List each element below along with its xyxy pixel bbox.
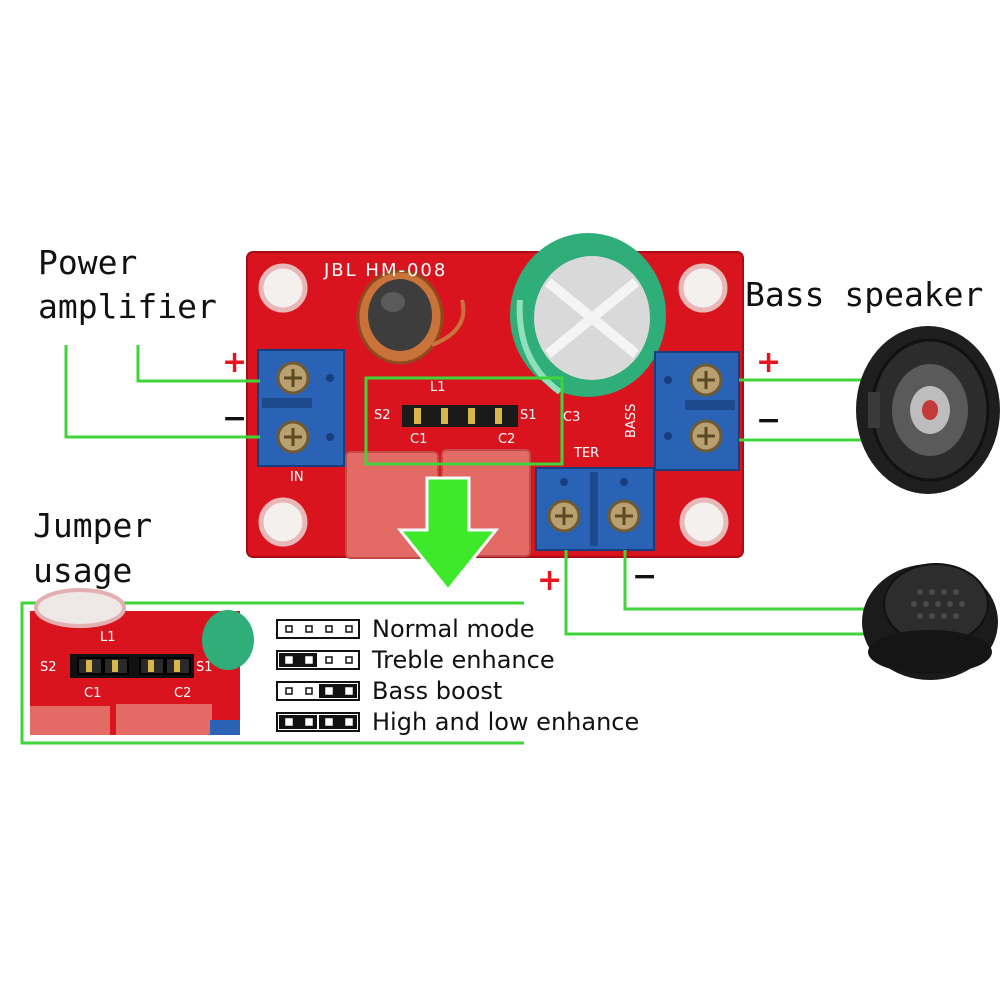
jumper-pin-icon bbox=[276, 681, 360, 701]
inset-c1-label: C1 bbox=[84, 686, 102, 701]
jumper-highlight-box bbox=[364, 376, 564, 466]
board-c1-label: C1 bbox=[410, 432, 428, 447]
amplifier-guide-lines bbox=[64, 345, 260, 439]
legend-row: Bass boost bbox=[276, 677, 503, 705]
treble-terminal-block bbox=[535, 467, 655, 551]
mounting-hole bbox=[679, 497, 729, 547]
treble-minus-sign: − bbox=[632, 559, 658, 594]
legend-row: High and low enhance bbox=[276, 708, 640, 736]
legend-row-label: High and low enhance bbox=[372, 708, 640, 736]
legend-frame bbox=[20, 601, 524, 745]
tweeter-speaker bbox=[862, 563, 998, 680]
legend-row-label: Treble enhance bbox=[372, 646, 555, 674]
inductor-coil bbox=[356, 269, 466, 365]
input-terminal-block bbox=[257, 349, 345, 467]
power-amplifier-label-line2: amplifier bbox=[38, 287, 217, 326]
tweeter-guide-lines bbox=[564, 550, 870, 636]
inset-s2-label: S2 bbox=[40, 660, 57, 675]
board-treble-label: TER bbox=[574, 446, 600, 461]
mounting-hole bbox=[678, 263, 728, 313]
down-arrow bbox=[396, 476, 500, 593]
jumper-header bbox=[402, 405, 518, 427]
board-c2-label: C2 bbox=[498, 432, 516, 447]
capacitor-c3 bbox=[510, 233, 666, 397]
bass-terminal-block bbox=[654, 351, 740, 471]
inset-c2-label: C2 bbox=[174, 686, 192, 701]
board-c3-label: C3 bbox=[563, 410, 581, 425]
treble-plus-sign: + bbox=[537, 563, 563, 598]
inset-l1-label: L1 bbox=[100, 630, 116, 645]
board-input-label: IN bbox=[290, 470, 304, 485]
bass-speaker-label: Bass speaker bbox=[745, 275, 984, 314]
board-s2-label: S2 bbox=[374, 408, 391, 423]
bass-plus-sign: + bbox=[756, 345, 782, 380]
woofer-speaker bbox=[856, 326, 1000, 494]
amp-minus-sign: − bbox=[222, 401, 248, 436]
jumper-usage-label-line1: Jumper bbox=[33, 506, 153, 545]
mounting-hole bbox=[258, 497, 308, 547]
board-bass-label: BASS bbox=[624, 403, 639, 438]
amp-plus-sign: + bbox=[222, 345, 248, 380]
board-l1-label: L1 bbox=[430, 380, 446, 395]
jumper-usage-label-line2: usage bbox=[33, 551, 133, 590]
jumper-pin-icon bbox=[276, 619, 360, 639]
legend-row: Treble enhance bbox=[276, 646, 555, 674]
legend-row-label: Normal mode bbox=[372, 615, 535, 643]
legend-row-label: Bass boost bbox=[372, 677, 503, 705]
mounting-hole bbox=[258, 263, 308, 313]
bass-minus-sign: − bbox=[756, 403, 782, 438]
jumper-pin-icon bbox=[276, 650, 360, 670]
inset-s1-label: S1 bbox=[196, 660, 213, 675]
power-amplifier-label-line1: Power bbox=[38, 243, 138, 282]
board-model-label: JBL HM-008 bbox=[324, 260, 448, 281]
jumper-pin-icon bbox=[276, 712, 360, 732]
legend-row: Normal mode bbox=[276, 615, 535, 643]
board-s1-label: S1 bbox=[520, 408, 537, 423]
jumper-inset-photo bbox=[30, 588, 254, 735]
